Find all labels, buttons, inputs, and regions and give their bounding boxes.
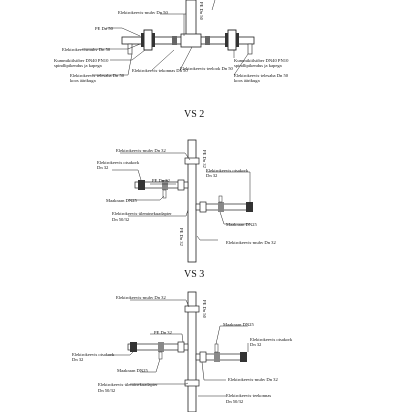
top-tee-fitting [180, 33, 202, 48]
vs2-label-pe-dn32: PE Dn 32 [152, 178, 171, 183]
vs2-left-branch [134, 181, 189, 189]
top-right-valve [225, 29, 239, 51]
top-vertical-pipe-label: PE Dn 50 [199, 2, 204, 21]
vs3-vertical-pipe [187, 291, 197, 412]
vs3-label-maakraan-top: Maakraan DN25 [223, 322, 254, 327]
vs2-vertical-pipe-label: PE Dn 32 [202, 150, 207, 169]
vs3-label-mufv-right: Elektrokeevis·muhv Dn 32 [228, 377, 278, 382]
vs2-label-uleminekuadapter: Elektrokeevis·üleminekuadapter Dn 50/32 [112, 211, 173, 222]
vs3-label-otsakork-right: Elektrokeevis otsakork Dn 32 [250, 337, 293, 347]
vs2-label-otsakork-left: Elektrokeevis otsakork Dn 32 [97, 160, 140, 170]
top-label-pe-dn50: PE Dn 50 [95, 26, 114, 31]
top-left-valve [141, 29, 155, 51]
vs3-section: PE Dn 50 [72, 291, 293, 412]
vs3-label-mufv-top: Elektrokeevis·muhv Dn 32 [116, 295, 166, 300]
top-vertical-pipe [185, 0, 197, 39]
vs2-label-mufv-bottom: Elektrokeevis·muhv Dn 32 [226, 240, 276, 245]
vs3-vertical-pipe-label: PE Dn 50 [202, 300, 207, 319]
top-label-kummikiilsiiber-left: Kummikiilsiiber DN40 PN10 spindlipikendu… [54, 58, 110, 68]
vs3-label-otsakork-left: Elektrokeevis otsakork Dn 32 [72, 352, 115, 362]
section-title-vs3: VS 3 [184, 269, 204, 280]
vs3-label-teekonna: Elektrokeevis·teekonnas Dn 50/32 [226, 393, 272, 404]
top-label-teelook-mid: Elektrokeevis·teelook Dn 50 [180, 66, 234, 71]
top-label-telesaba-right: Elektrokeevis·telesaba Dn 50 koos ääriku… [234, 73, 289, 83]
top-label-mufv-top: Elektrokeevis·muhv Dn 50 [118, 10, 168, 15]
vs2-vertical-pipe-label-lower: PE Dn 32 [179, 228, 184, 247]
vs2-section: PE Dn 32 PE Dn 32 [97, 139, 276, 263]
top-section: PE Dn 50 [54, 0, 290, 83]
section-title-vs2: VS 2 [184, 109, 204, 120]
top-label-mufv-left: Elektrokeevismuhv Dn 50 [62, 47, 111, 52]
vs2-label-otsakork-right: Elektrokeevis otsakork Dn 32 [206, 168, 249, 178]
vs2-label-maakraan-right: Maakraan DN25 [226, 222, 257, 227]
vs3-label-maakraan-left: Maakraan DN25 [117, 368, 148, 373]
vs3-label-uleminekuadapter: Elektrokeevis·üleminekuadapter Dn 50/32 [98, 382, 159, 393]
top-label-teekonna: Elektrokeevis·tekonnas Dn 50 [132, 68, 188, 73]
vs2-vertical-pipe [187, 139, 197, 263]
vs2-label-mufv-top: Elektrokeevis·muhv Dn 32 [116, 148, 166, 153]
top-label-kummikiilsiiber-right: Kummikiilsiiber DN40 PN10 spindlipikendu… [234, 58, 290, 68]
top-label-telesaba-left: Elektrokeevis·telesaba Dn 50 koos ääriku… [70, 73, 125, 83]
vs2-label-maakraan-left: Maakraan DN25 [106, 198, 137, 203]
vs3-label-pe-dn32: PE Dn 32 [154, 330, 173, 335]
